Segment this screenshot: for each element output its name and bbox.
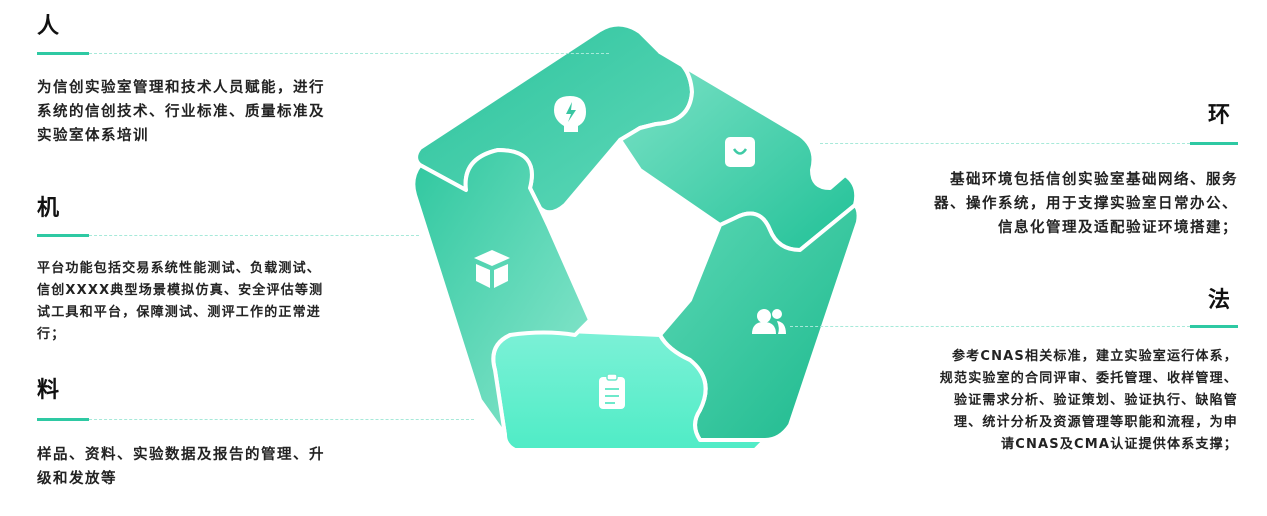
bag-icon [725,137,755,167]
underline-liao [37,418,89,421]
section-title-huan: 环 [1208,103,1231,128]
underline-huan [1190,142,1238,145]
underline-fa [1190,325,1238,328]
section-desc-ren: 为信创实验室管理和技术人员赋能，进行 系统的信创技术、行业标准、质量标准及 实验… [37,80,325,144]
section-desc-ji: 平台功能包括交易系统性能测试、负载测试、 信创XXXX典型场景模拟仿真、安全评估… [37,261,324,342]
connector-liao [89,419,474,420]
section-title-fa: 法 [1208,288,1231,313]
brain-idea-icon [554,96,586,132]
inner-hole [548,140,720,335]
box-icon [474,250,510,288]
connector-huan [820,143,1190,144]
section-title-ji: 机 [37,196,60,221]
underline-ji [37,234,89,237]
puzzle-piece-left [411,148,592,437]
connector-ren [89,53,609,54]
underline-ren [37,52,89,55]
section-title-ren: 人 [37,14,60,39]
connector-ji [89,235,419,236]
users-icon [752,309,786,334]
section-desc-liao: 样品、资料、实验数据及报告的管理、升 级和发放等 [37,447,325,487]
section-desc-huan: 基础环境包括信创实验室基础网络、服务 器、操作系统，用于支撑实验室日常办公、 信… [934,172,1238,236]
clipboard-icon [599,373,625,409]
section-desc-fa: 参考CNAS相关标准，建立实验室运行体系， 规范实验室的合同评审、委托管理、收样… [939,349,1238,452]
section-title-liao: 料 [37,378,60,403]
connector-fa [790,326,1190,327]
